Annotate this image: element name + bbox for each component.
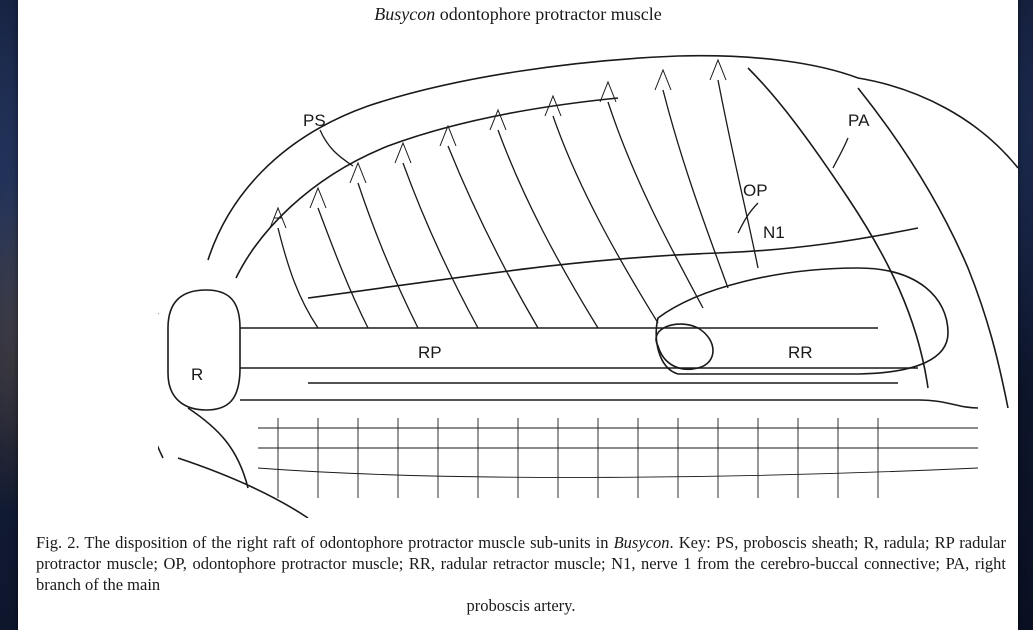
title-genus: Busycon [374, 4, 435, 24]
figure-title: Busycon odontophore protractor muscle [18, 4, 1018, 25]
label-op: OP [743, 181, 768, 200]
label-ps: PS [303, 111, 326, 130]
caption-genus: Busycon [614, 533, 670, 552]
sheath-right-contour [858, 78, 1018, 168]
op-leader [738, 203, 758, 233]
proboscis-sheath-inner [236, 98, 618, 278]
label-n1: N1 [763, 223, 785, 242]
lower-contour [178, 458, 308, 518]
caption-part1: Fig. 2. The disposition of the right raf… [36, 533, 614, 552]
label-rr: RR [788, 343, 813, 362]
fan-tufts [270, 60, 726, 228]
rod-bottom [240, 400, 978, 408]
figure-page: Busycon odontophore protractor muscle [18, 0, 1018, 630]
label-r: R [191, 365, 203, 384]
ps-leader [320, 130, 353, 166]
radula-outline [168, 290, 240, 410]
proboscis-sheath-outline [208, 56, 858, 260]
figure-caption: Fig. 2. The disposition of the right raf… [36, 532, 1006, 616]
label-rp: RP [418, 343, 442, 362]
caption-last-line: proboscis artery. [36, 595, 1006, 616]
radula-lip [158, 313, 163, 458]
anatomical-drawing: PS PA OP N1 R RP RR [158, 28, 1018, 518]
title-text: odontophore protractor muscle [440, 4, 662, 24]
nerve-n1 [308, 228, 918, 298]
odontophore-knob [656, 324, 713, 369]
lower-muscle-bands [258, 418, 978, 498]
label-pa: PA [848, 111, 870, 130]
pa-leader [833, 138, 848, 168]
odontophore-protractor-fans [278, 80, 758, 328]
radula-lip-lower [188, 408, 248, 488]
